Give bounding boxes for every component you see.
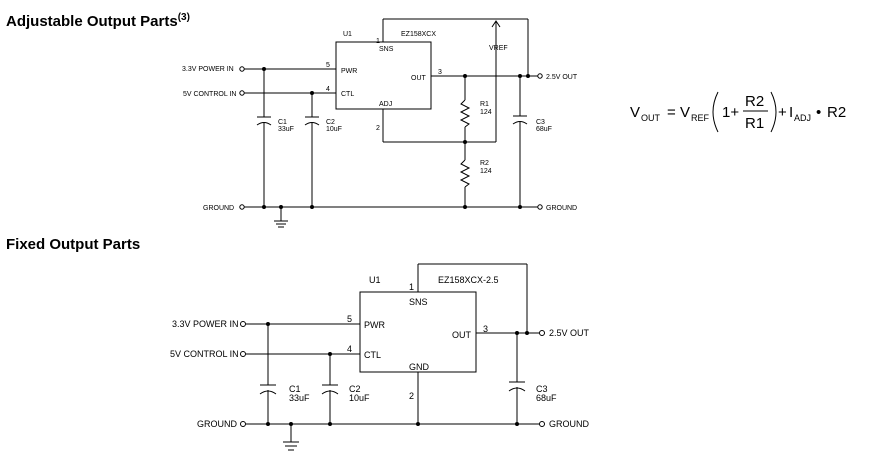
adj-ic-ref: U1 [343, 31, 352, 38]
adj-c2-ref: C2 [326, 119, 335, 126]
fix-pin-gnd: GND [409, 362, 430, 372]
formula-r2-numerator: R2 [745, 93, 764, 110]
fix-pinnum-gnd: 2 [409, 391, 414, 401]
adj-pinnum-sns: 1 [376, 38, 380, 45]
adj-power-in-label: 3.3V POWER IN [182, 66, 234, 73]
adj-pinnum-pwr: 5 [326, 62, 330, 69]
fix-ic-part: EZ158XCX-2.5 [438, 275, 499, 285]
adjustable-schematic: U1 EZ158XCX SNS PWR CTL OUT ADJ 1 5 4 3 … [182, 18, 578, 228]
adj-ic-body [335, 41, 432, 110]
adj-out-terminal[interactable] [537, 73, 543, 79]
adj-vref-label: VREF [489, 45, 508, 52]
formula-open-paren [712, 91, 719, 133]
adj-ground-symbol [274, 207, 288, 228]
adj-r1-value: 124 [480, 109, 492, 116]
adj-ground-left-terminal[interactable] [239, 204, 245, 210]
adj-r2-ref: R2 [480, 160, 489, 167]
fix-control-in-label: 5V CONTROL IN [170, 349, 239, 359]
adj-pin-out: OUT [411, 75, 427, 82]
fix-c1-ref: C1 [289, 384, 301, 394]
fix-ground-symbol [283, 424, 299, 451]
adj-c2-value: 10uF [326, 126, 342, 133]
adj-r1-ref: R1 [480, 101, 489, 108]
adjustable-heading: Adjustable Output Parts(3) [6, 12, 190, 30]
fix-pin-pwr: PWR [364, 320, 385, 330]
adj-pin-sns: SNS [379, 46, 394, 53]
adj-ic-part: EZ158XCX [401, 31, 436, 38]
formula-ref-sub: REF [691, 113, 710, 123]
fix-power-in-label: 3.3V POWER IN [172, 319, 239, 329]
fix-out-label: 2.5V OUT [549, 328, 590, 338]
adj-junction [463, 140, 467, 144]
fix-ground-left-terminal[interactable] [240, 421, 246, 427]
adj-junction [518, 205, 522, 209]
fix-ic-ref: U1 [369, 275, 381, 285]
adj-junction [262, 205, 266, 209]
fix-power-terminal[interactable] [240, 321, 246, 327]
formula-bullet: • [816, 104, 821, 121]
fixed-schematic: U1 EZ158XCX-2.5 SNS PWR CTL OUT GND 1 5 … [170, 263, 590, 451]
fix-c3-ref: C3 [536, 384, 548, 394]
formula-r1-denominator: R1 [745, 115, 764, 132]
adjustable-footnote: (3) [177, 12, 190, 23]
fix-control-terminal[interactable] [240, 351, 246, 357]
formula-close-paren [770, 91, 777, 133]
fix-ground-right-terminal[interactable] [539, 421, 545, 427]
adj-c1-value: 33uF [278, 126, 294, 133]
adj-control-in-label: 5V CONTROL IN [183, 91, 236, 98]
adj-control-terminal[interactable] [239, 90, 245, 96]
adj-pin-pwr: PWR [341, 68, 357, 75]
adj-pin-adj: ADJ [379, 101, 392, 108]
adjustable-heading-text: Adjustable Output Parts [6, 13, 178, 30]
formula-v: V [630, 104, 640, 121]
fix-junction [525, 331, 529, 335]
formula-plus: + [778, 104, 787, 121]
adj-c1-ref: C1 [278, 119, 287, 126]
fix-junction [266, 422, 270, 426]
fix-pinnum-out: 3 [483, 324, 488, 334]
formula-r2-tail: R2 [827, 104, 846, 121]
fix-pin-ctl: CTL [364, 350, 381, 360]
formula-one-plus: 1+ [722, 104, 739, 121]
adj-junction [526, 74, 530, 78]
adj-ground-right-label: GROUND [546, 205, 577, 212]
adj-junction [463, 205, 467, 209]
adj-pinnum-adj: 2 [376, 125, 380, 132]
fix-out-terminal[interactable] [539, 330, 545, 336]
adj-ground-right-terminal[interactable] [537, 204, 543, 210]
fix-ground-right-label: GROUND [549, 419, 589, 429]
fix-junction [416, 422, 420, 426]
adj-out-label: 2.5V OUT [546, 74, 578, 81]
fix-c2-value: 10uF [349, 393, 370, 403]
adj-r2-value: 124 [480, 168, 492, 175]
adj-pinnum-out: 3 [438, 69, 442, 76]
fix-junction [328, 422, 332, 426]
adj-pinnum-ctl: 4 [326, 86, 330, 93]
adj-c3-value: 68uF [536, 126, 552, 133]
fix-pinnum-pwr: 5 [347, 314, 352, 324]
formula-vref-v: V [680, 104, 690, 121]
formula-out-sub: OUT [641, 113, 661, 123]
fix-pin-sns: SNS [409, 297, 428, 307]
fix-ic-body [359, 291, 477, 373]
adj-ground-left-label: GROUND [203, 205, 234, 212]
fix-c3-value: 68uF [536, 393, 557, 403]
adj-power-terminal[interactable] [239, 66, 245, 72]
fixed-heading: Fixed Output Parts [6, 236, 141, 253]
adj-junction [310, 205, 314, 209]
fix-junction [515, 422, 519, 426]
adj-pin-ctl: CTL [341, 91, 354, 98]
formula-adj-sub: ADJ [794, 113, 811, 123]
fix-pinnum-ctl: 4 [347, 344, 352, 354]
fix-pinnum-sns: 1 [409, 282, 414, 292]
fix-c2-ref: C2 [349, 384, 361, 394]
fix-pin-out: OUT [452, 330, 472, 340]
fix-c1-value: 33uF [289, 393, 310, 403]
formula-equals: = [667, 104, 676, 121]
formula-i: I [789, 104, 793, 121]
fix-ground-left-label: GROUND [197, 419, 237, 429]
vout-formula: V OUT = V REF 1+ R2 R1 + I ADJ • R2 [630, 91, 846, 133]
adj-c3-ref: C3 [536, 119, 545, 126]
